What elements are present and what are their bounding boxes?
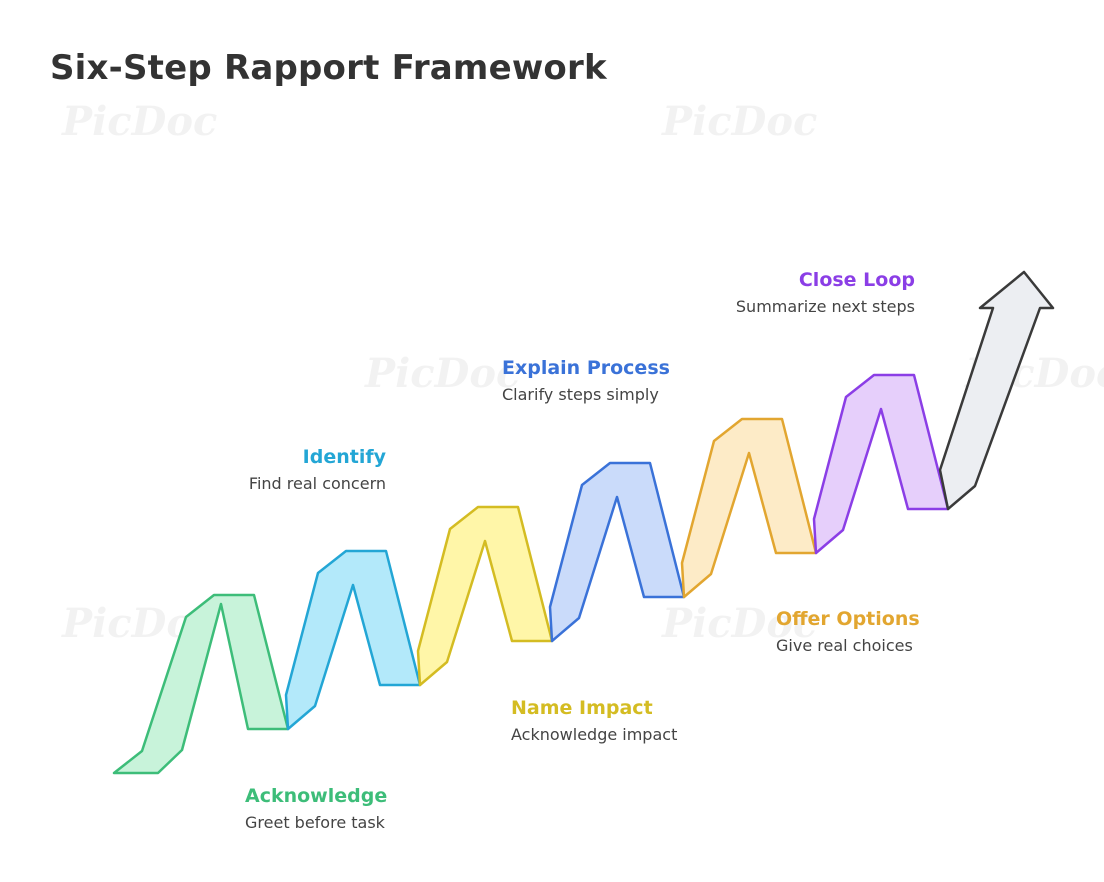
step-description: Summarize next steps bbox=[735, 297, 915, 316]
step-shape-identify bbox=[284, 549, 422, 731]
step-description: Clarify steps simply bbox=[502, 385, 659, 404]
step-label-offer-options: Offer Options Give real choices bbox=[776, 608, 920, 655]
step-title: Acknowledge bbox=[245, 785, 388, 807]
step-label-acknowledge: Acknowledge Greet before task bbox=[245, 785, 387, 832]
arrow-head-up-icon bbox=[938, 270, 1055, 511]
step-description: Acknowledge impact bbox=[511, 725, 678, 744]
watermark: PicDoc bbox=[365, 350, 521, 397]
step-label-close-loop: Close Loop Summarize next steps bbox=[736, 269, 915, 316]
step-title: Offer Options bbox=[776, 608, 920, 630]
page-title: Six-Step Rapport Framework bbox=[50, 48, 607, 88]
watermark: PicDoc bbox=[662, 600, 818, 647]
step-shape-explain-process bbox=[548, 461, 686, 643]
step-shape-name-impact bbox=[416, 505, 554, 687]
step-label-name-impact: Name Impact Acknowledge impact bbox=[511, 697, 677, 744]
step-description: Find real concern bbox=[248, 474, 386, 493]
step-title: Name Impact bbox=[511, 697, 653, 719]
step-shape-offer-options bbox=[680, 417, 818, 599]
watermark: PicDoc bbox=[662, 98, 818, 145]
step-label-identify: Identify Find real concern bbox=[249, 446, 386, 493]
step-title: Identify bbox=[302, 446, 386, 468]
step-description: Give real choices bbox=[776, 636, 913, 655]
watermark: PicDoc bbox=[62, 98, 218, 145]
step-shape-close-loop bbox=[812, 373, 950, 555]
step-title: Close Loop bbox=[798, 269, 915, 291]
step-title: Explain Process bbox=[502, 357, 670, 379]
step-description: Greet before task bbox=[245, 813, 385, 832]
step-shape-acknowledge bbox=[112, 593, 290, 775]
step-label-explain-process: Explain Process Clarify steps simply bbox=[502, 357, 670, 404]
